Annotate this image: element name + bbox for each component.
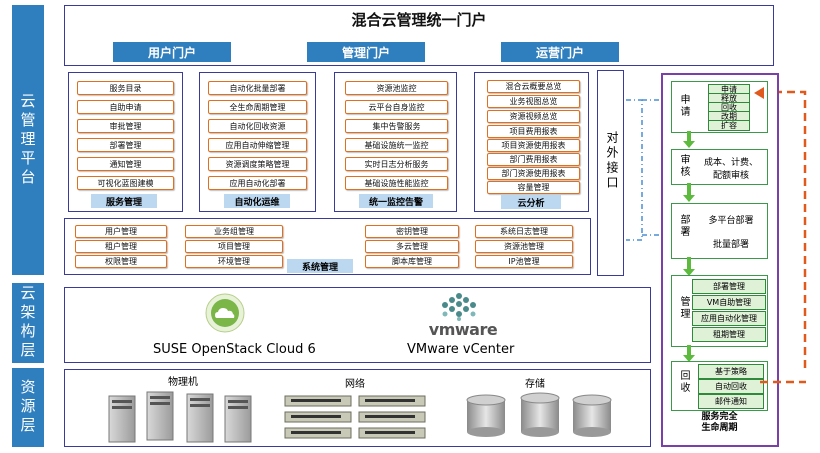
column-item: 应用自动伸缩管理	[208, 138, 307, 152]
lifecycle-title: 服务完全 生命周期	[663, 412, 776, 434]
analysis-column: 混合云概要总览 业务视图总览 资源视频总览 项目费用报表 项目资源使用报表 部门…	[474, 72, 589, 212]
lifecycle-panel: 申请 申请 释放 回收 改期 扩容 审核 成本、计费、 配额审核 部署 多平台部…	[661, 73, 779, 447]
layer-cloud-mgmt: 云管理平台	[12, 5, 44, 275]
column-item: 基础设施统一监控	[345, 138, 448, 152]
column-item: 审批管理	[77, 119, 174, 133]
server-icon	[107, 388, 257, 444]
network-switch-icon	[283, 392, 433, 442]
column-item: 项目资源使用报表	[487, 139, 580, 152]
stage-item: 配额审核	[712, 171, 749, 181]
stage-item: 多平台部署	[708, 216, 754, 226]
cloud-arch-panel: SUSE OpenStack Cloud 6 vmware VMware vCe…	[64, 287, 651, 363]
column-item: 服务目录	[77, 81, 174, 95]
layer-resource: 资源层	[12, 368, 44, 447]
lifecycle-title-line1: 服务完全	[701, 412, 738, 422]
column-item: 资源调度策略管理	[208, 157, 307, 171]
system-mgmt-panel: 用户管理 租户管理 权限管理 业务组管理 项目管理 环境管理 密钥管理 多云管理…	[64, 218, 591, 275]
stage-recycle: 回收 基于策略 自动回收 邮件通知	[671, 361, 768, 411]
sys-item: 多云管理	[365, 240, 459, 253]
column-title: 服务管理	[91, 194, 157, 208]
sys-item: 用户管理	[75, 225, 167, 238]
feedback-line-bottom	[760, 380, 806, 384]
stage-item: 租期管理	[692, 327, 766, 342]
openstack-label: SUSE OpenStack Cloud 6	[153, 342, 316, 357]
stage-label: 部署	[678, 214, 689, 238]
storage-icon	[465, 392, 615, 442]
auto-ops-column: 自动化批量部署 全生命周期管理 自动化回收资源 应用自动伸缩管理 资源调度策略管…	[199, 72, 316, 212]
external-interface-label: 对外接口	[605, 131, 619, 191]
column-item: 资源池监控	[345, 81, 448, 95]
suse-cloud-logo-icon	[205, 293, 245, 333]
column-title: 云分析	[501, 195, 561, 209]
column-title: 自动化运维	[224, 194, 290, 208]
user-portal: 用户门户	[113, 42, 231, 62]
stage-review: 审核 成本、计费、 配额审核	[671, 149, 768, 185]
vmware-label: VMware vCenter	[407, 342, 515, 357]
column-item: 自动化回收资源	[208, 119, 307, 133]
stage-apply: 申请 申请 释放 回收 改期 扩容	[671, 81, 768, 133]
sys-item: 权限管理	[75, 255, 167, 268]
physical-label: 物理机	[168, 377, 198, 388]
column-item: 业务视图总览	[487, 95, 580, 108]
stage-item: 自动回收	[698, 379, 764, 394]
column-title: 统一监控告警	[359, 194, 433, 208]
column-item: 全生命周期管理	[208, 100, 307, 114]
monitor-column: 资源池监控 云平台自身监控 集中告警服务 基础设施统一监控 实时日志分析服务 基…	[334, 72, 457, 212]
column-item: 部门费用报表	[487, 153, 580, 166]
sys-item: 脚本库管理	[365, 255, 459, 268]
stage-label: 申请	[678, 94, 689, 118]
column-item: 项目费用报表	[487, 125, 580, 138]
column-item: 部署管理	[77, 138, 174, 152]
stage-item: 扩容	[708, 120, 750, 131]
stage-label: 回收	[678, 370, 689, 394]
column-item: 可视化蓝图建模	[77, 176, 174, 190]
lifecycle-title-line2: 生命周期	[701, 423, 738, 433]
sys-item: IP池管理	[475, 255, 573, 268]
sys-item: 密钥管理	[365, 225, 459, 238]
column-item: 资源视频总览	[487, 110, 580, 123]
stage-item: VM自助管理	[692, 295, 766, 310]
external-interface: 对外接口	[597, 70, 624, 276]
layer-cloud-arch: 云架构层	[12, 283, 44, 363]
column-item: 自助申请	[77, 100, 174, 114]
sys-item: 资源池管理	[475, 240, 573, 253]
portal-panel: 混合云管理统一门户 用户门户 管理门户 运营门户	[64, 5, 774, 66]
sys-item: 租户管理	[75, 240, 167, 253]
column-item: 部门资源使用报表	[487, 167, 580, 180]
stage-item: 应用自动化管理	[692, 311, 766, 326]
vmware-logo-text: vmware	[428, 320, 498, 339]
stage-item: 邮件通知	[698, 394, 764, 409]
admin-portal: 管理门户	[307, 42, 425, 62]
stage-label: 审核	[678, 154, 689, 178]
sys-item: 项目管理	[185, 240, 283, 253]
stage-item: 部署管理	[692, 279, 766, 294]
sys-item: 业务组管理	[185, 225, 283, 238]
column-item: 云平台自身监控	[345, 100, 448, 114]
column-item: 容量管理	[487, 181, 580, 194]
system-mgmt-title: 系统管理	[287, 259, 353, 273]
stage-item: 批量部署	[712, 240, 749, 250]
column-item: 自动化批量部署	[208, 81, 307, 95]
service-mgmt-column: 服务目录 自助申请 审批管理 部署管理 通知管理 可视化蓝图建模 服务管理	[68, 72, 183, 212]
column-item: 应用自动化部署	[208, 176, 307, 190]
column-item: 基础设施性能监控	[345, 176, 448, 190]
vmware-logo-icon	[437, 292, 481, 322]
stage-deploy: 部署 多平台部署 批量部署	[671, 203, 768, 259]
portal-title: 混合云管理统一门户	[351, 11, 487, 29]
ops-portal: 运营门户	[501, 42, 619, 62]
column-item: 混合云概要总览	[487, 80, 580, 93]
sys-item: 系统日志管理	[475, 225, 573, 238]
column-item: 集中告警服务	[345, 119, 448, 133]
storage-label: 存储	[525, 379, 545, 390]
column-item: 通知管理	[77, 157, 174, 171]
sys-item: 环境管理	[185, 255, 283, 268]
stage-label: 管理	[678, 296, 689, 320]
stage-item: 成本、计费、	[703, 158, 758, 168]
stage-item: 基于策略	[698, 364, 764, 379]
feedback-arrow-icon	[754, 87, 764, 99]
network-label: 网络	[345, 379, 365, 390]
stage-manage: 管理 部署管理 VM自助管理 应用自动化管理 租期管理	[671, 275, 768, 347]
column-item: 实时日志分析服务	[345, 157, 448, 171]
resource-panel: 物理机 网络 存储	[64, 369, 651, 447]
